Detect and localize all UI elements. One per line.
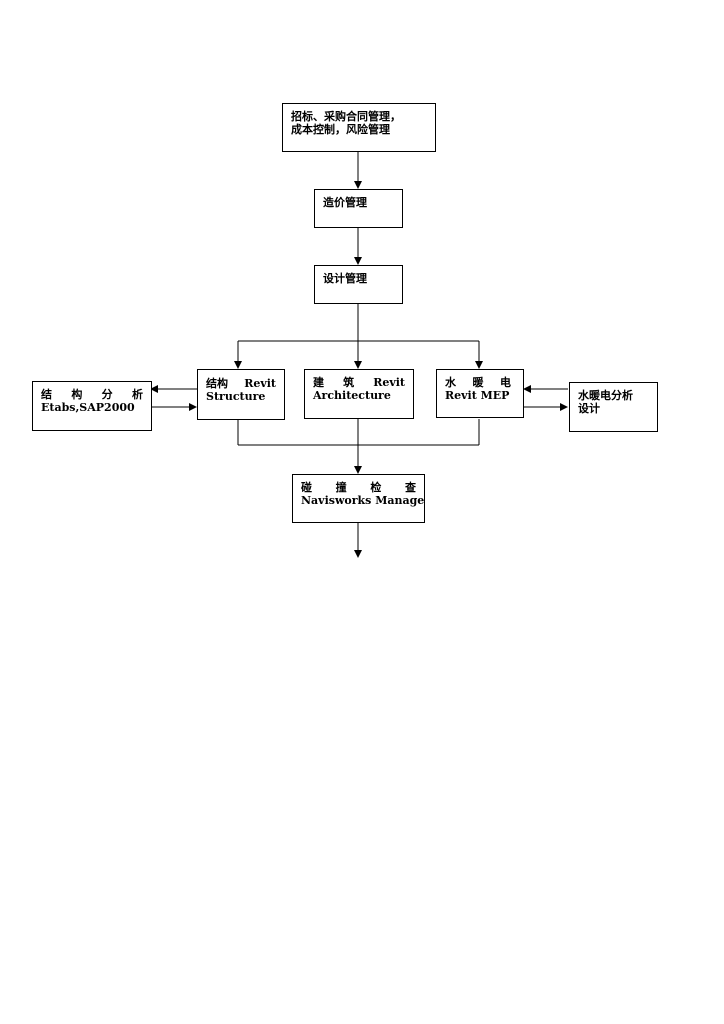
architecture-line-1: 建 筑 Revit <box>313 376 405 389</box>
design-label: 设计管理 <box>323 272 367 285</box>
mep-box: 水 暖 电 Revit MEP <box>436 369 524 418</box>
cost-management-box: 造价管理 <box>314 189 403 228</box>
mep-line-2: Revit MEP <box>445 389 510 402</box>
tender-line-1: 招标、采购合同管理， <box>291 110 401 123</box>
clash-detection-box: 碰 撞 检 查 Navisworks Manage <box>292 474 425 523</box>
cost-label: 造价管理 <box>323 196 367 209</box>
mep-line-1: 水 暖 电 <box>445 376 511 389</box>
clash-line-2: Navisworks Manage <box>301 494 425 507</box>
architecture-box: 建 筑 Revit Architecture <box>304 369 414 419</box>
architecture-line-2: Architecture <box>313 389 391 402</box>
structure-line-1: 结构 Revit <box>206 377 276 390</box>
design-management-box: 设计管理 <box>314 265 403 304</box>
structural-analysis-line-1: 结 构 分 析 <box>41 388 143 401</box>
structure-line-2: Structure <box>206 390 266 403</box>
structural-analysis-box: 结 构 分 析 Etabs,SAP2000 <box>32 381 152 431</box>
mep-analysis-line-1: 水暖电分析 <box>578 389 633 402</box>
clash-line-1: 碰 撞 检 查 <box>301 481 416 494</box>
tender-line-2: 成本控制，风险管理 <box>291 123 390 136</box>
tender-procurement-box: 招标、采购合同管理， 成本控制，风险管理 <box>282 103 436 152</box>
structural-analysis-line-2: Etabs,SAP2000 <box>41 401 135 414</box>
mep-analysis-box: 水暖电分析 设计 <box>569 382 658 432</box>
mep-analysis-line-2: 设计 <box>578 402 600 415</box>
structure-box: 结构 Revit Structure <box>197 369 285 420</box>
